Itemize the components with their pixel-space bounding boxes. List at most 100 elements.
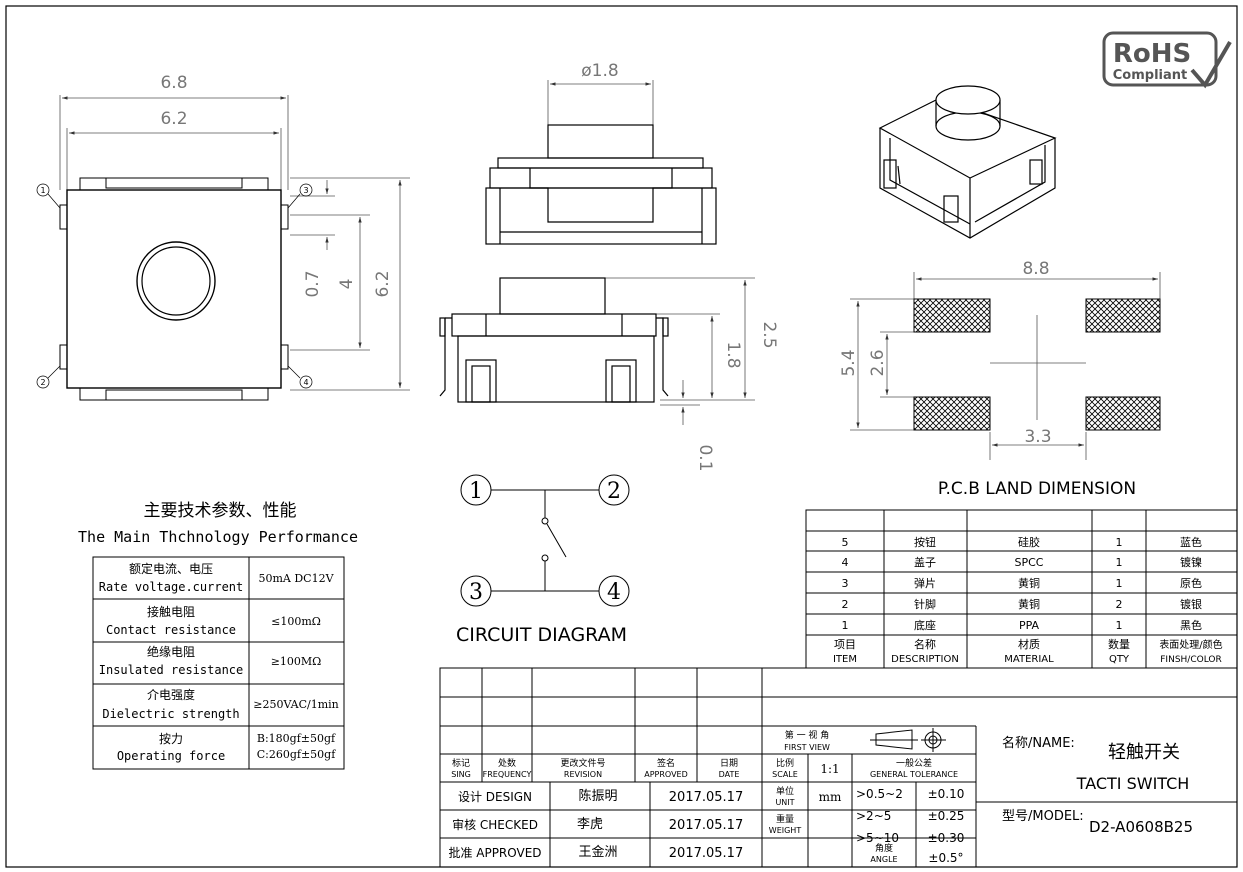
bom-header-en: ITEM bbox=[833, 654, 857, 665]
perf-row-cn: 额定电流、电压 bbox=[129, 561, 213, 576]
bom-cell: 1 bbox=[1116, 619, 1123, 632]
bom-header-cn: 材质 bbox=[1018, 637, 1040, 651]
circuit-node-4: 4 bbox=[607, 580, 621, 605]
top-view: 6.8 6.2 6.2 4 0.7 1 3 2 4 bbox=[36, 73, 410, 401]
dim-top-h-small: 0.7 bbox=[303, 270, 323, 297]
unit-en: UNIT bbox=[775, 798, 794, 807]
bom-cell: 1 bbox=[842, 619, 849, 632]
perf-row-en: Operating force bbox=[117, 749, 225, 763]
perf-title-en: The Main Thchnology Performance bbox=[78, 528, 358, 546]
bom-cell: 蓝色 bbox=[1180, 535, 1202, 549]
signoff-date: 2017.05.17 bbox=[669, 790, 743, 805]
tol-range: >2~5 bbox=[856, 809, 891, 823]
bom-cell: 镀银 bbox=[1180, 597, 1202, 611]
dim-side-dia: ø1.8 bbox=[581, 61, 618, 81]
perf-row-value: ≥250VAC/1min bbox=[253, 698, 339, 711]
dim-pcb-w-gap: 3.3 bbox=[1024, 427, 1051, 447]
rev-header-en: FREQUENCY bbox=[483, 770, 532, 779]
signoff-date: 2017.05.17 bbox=[669, 846, 743, 861]
bom-cell: 硅胶 bbox=[1018, 535, 1040, 549]
part-name-en: TACTI SWITCH bbox=[1076, 774, 1190, 793]
tolerance-en: GENERAL TOLERANCE bbox=[870, 770, 958, 779]
title-block bbox=[439, 667, 1238, 868]
signoff-name: 陈振明 bbox=[578, 788, 617, 804]
dim-top-w2: 6.2 bbox=[160, 109, 187, 129]
tolerance-cn: 一般公差 bbox=[896, 757, 932, 769]
circuit-title: CIRCUIT DIAGRAM bbox=[456, 624, 627, 646]
pin-label-3: 3 bbox=[303, 186, 308, 195]
circuit-diagram bbox=[460, 474, 630, 607]
dim-top-h-mid: 4 bbox=[337, 279, 357, 290]
check-icon bbox=[1190, 40, 1232, 89]
part-name-cn: 轻触开关 bbox=[1108, 742, 1180, 763]
bom-cell: 按钮 bbox=[914, 535, 936, 549]
side-view: ø1.8 bbox=[485, 61, 717, 245]
pcb-pad bbox=[913, 298, 991, 333]
pin-label-1: 1 bbox=[40, 186, 45, 195]
rev-header-cn: 标记 bbox=[452, 757, 470, 769]
perf-row-value: C:260gf±50gf bbox=[257, 748, 336, 761]
dim-front-h-body: 1.8 bbox=[723, 341, 743, 368]
bom-header-en: DESCRIPTION bbox=[891, 654, 959, 665]
rev-header-en: REVISION bbox=[564, 770, 602, 779]
perf-row-en: Dielectric strength bbox=[102, 707, 239, 721]
perf-row-cn: 绝缘电阻 bbox=[147, 644, 195, 659]
perf-row-cn: 接触电阻 bbox=[147, 604, 195, 619]
bom-cell: 1 bbox=[1116, 556, 1123, 569]
scale-value: 1:1 bbox=[820, 762, 839, 776]
perf-row-cn: 按力 bbox=[159, 732, 183, 746]
rev-header-en: DATE bbox=[719, 770, 740, 779]
dim-front-h-small: 0.1 bbox=[695, 444, 715, 471]
bom-header-en: FINSH/COLOR bbox=[1160, 655, 1221, 665]
rev-header-en: SING bbox=[451, 770, 471, 779]
signoff-role: 审核 CHECKED bbox=[452, 817, 538, 832]
bom-cell: 2 bbox=[842, 598, 849, 611]
bom-cell: 弹片 bbox=[914, 576, 936, 590]
signoff-role: 批准 APPROVED bbox=[448, 845, 541, 860]
model-label: 型号/MODEL: bbox=[1002, 809, 1084, 824]
dim-pcb-w: 8.8 bbox=[1022, 259, 1049, 279]
perf-row-value: ≤100mΩ bbox=[271, 615, 321, 628]
circuit-node-1: 1 bbox=[469, 479, 483, 504]
front-view: 2.5 1.8 0.1 bbox=[439, 277, 779, 472]
rohs-logo: RoHS Compliant bbox=[1102, 31, 1232, 89]
tol-angle-value: ±0.5° bbox=[928, 851, 963, 865]
dim-pcb-h-gap: 2.6 bbox=[868, 349, 888, 376]
bom-header-cn: 项目 bbox=[834, 638, 856, 651]
perf-row-en: Insulated resistance bbox=[99, 663, 244, 677]
bom-cell: 4 bbox=[842, 556, 849, 569]
rev-header-en: APPROVED bbox=[644, 770, 688, 779]
perf-row-en: Contact resistance bbox=[106, 623, 236, 637]
bom-cell: 2 bbox=[1116, 598, 1123, 611]
circuit-node-3: 3 bbox=[469, 580, 483, 605]
pcb-pad bbox=[913, 396, 991, 431]
weight-en: WEIGHT bbox=[769, 826, 802, 835]
perf-row-cn: 介电强度 bbox=[147, 687, 195, 702]
bom-header-cn: 名称 bbox=[914, 637, 936, 651]
perf-title-cn: 主要技术参数、性能 bbox=[144, 501, 297, 521]
bom-cell: 盖子 bbox=[914, 555, 936, 569]
tol-value: ±0.25 bbox=[928, 809, 965, 823]
bom-cell: PPA bbox=[1019, 619, 1040, 632]
signoff-date: 2017.05.17 bbox=[669, 818, 743, 833]
rev-header-cn: 处数 bbox=[498, 757, 516, 769]
weight-cn: 重量 bbox=[776, 813, 794, 825]
rev-header-cn: 日期 bbox=[720, 758, 738, 769]
dim-top-h-big: 6.2 bbox=[373, 270, 393, 297]
pcb-pad bbox=[1085, 298, 1161, 333]
bom-cell: 黄铜 bbox=[1018, 576, 1040, 590]
perf-table bbox=[92, 556, 345, 770]
signoff-name: 王金洲 bbox=[578, 844, 617, 860]
rev-header-cn: 更改文件号 bbox=[560, 757, 605, 769]
pcb-land-view: 8.8 5.4 2.6 3.3 bbox=[839, 259, 1161, 460]
bom-cell: SPCC bbox=[1015, 556, 1044, 569]
bom-cell: 黄铜 bbox=[1018, 597, 1040, 611]
scale-en: SCALE bbox=[772, 770, 798, 779]
perf-row-value: B:180gf±50gf bbox=[257, 732, 336, 745]
bom-cell: 镀镍 bbox=[1180, 555, 1202, 569]
isometric-view bbox=[878, 85, 1057, 239]
angle-en: ANGLE bbox=[870, 855, 897, 864]
angle-cn: 角度 bbox=[875, 842, 893, 854]
circuit-node-2: 2 bbox=[607, 479, 621, 504]
